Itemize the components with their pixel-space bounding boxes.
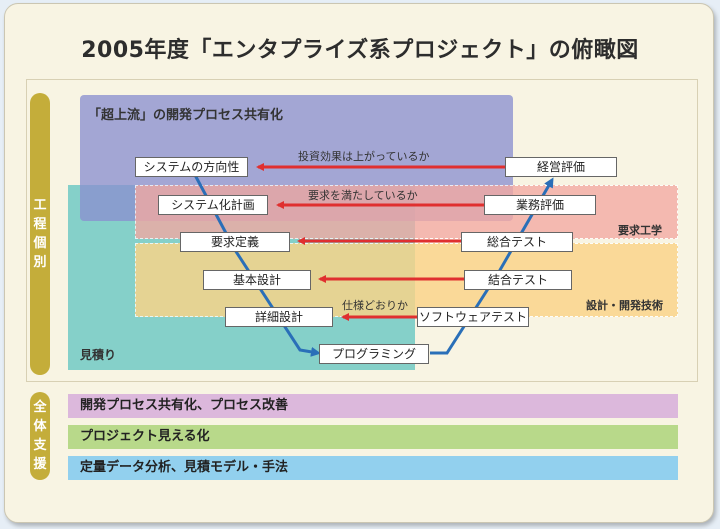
arrow-label-spec-check: 仕様どおりか [342, 299, 408, 312]
side-label-char: 体 [33, 419, 47, 434]
node-requirements-definition: 要求定義 [180, 232, 290, 252]
diagram-panel [26, 79, 698, 382]
arrow-label-requirements-met: 要求を満たしているか [308, 189, 418, 202]
zone-design-label: 設計・開発技術 [586, 299, 663, 312]
side-label-char: 全 [33, 400, 47, 415]
zone-estimation-label: 見積り [80, 348, 117, 362]
side-label-overall-text: 全体支援 [33, 398, 46, 474]
node-system-direction: システムの方向性 [135, 157, 248, 177]
side-label-individual-text: 工程個別 [33, 196, 46, 272]
band-quantitative-analysis: 定量データ分析、見積モデル・手法 [68, 456, 678, 480]
side-label-overall: 全体支援 [30, 392, 50, 480]
node-basic-design: 基本設計 [203, 270, 311, 290]
node-integration-test: 結合テスト [464, 270, 572, 290]
node-software-test: ソフトウェアテスト [417, 307, 529, 327]
node-system-planning: システム化計画 [158, 195, 268, 215]
side-label-individual: 工程個別 [30, 93, 50, 375]
side-label-char: 別 [33, 255, 47, 270]
node-programming: プログラミング [319, 344, 429, 364]
zone-upstream-label: 「超上流」の開発プロセス共有化 [88, 108, 284, 123]
side-label-char: 個 [33, 236, 47, 251]
side-label-char: 工 [33, 198, 47, 213]
band-project-visibility: プロジェクト見える化 [68, 425, 678, 449]
band-process-sharing: 開発プロセス共有化、プロセス改善 [68, 394, 678, 418]
zone-requirements-label: 要求工学 [618, 224, 662, 237]
figure-title: 2005年度「エンタプライズ系プロジェクト」の俯瞰図 [81, 38, 639, 63]
node-management-evaluation: 経営評価 [505, 157, 617, 177]
node-system-test: 総合テスト [461, 232, 573, 252]
side-label-char: 程 [33, 217, 47, 232]
side-label-char: 援 [33, 457, 47, 472]
node-detailed-design: 詳細設計 [225, 307, 333, 327]
node-business-evaluation: 業務評価 [484, 195, 596, 215]
arrow-label-investment: 投資効果は上がっているか [298, 150, 430, 163]
side-label-char: 支 [33, 438, 47, 453]
